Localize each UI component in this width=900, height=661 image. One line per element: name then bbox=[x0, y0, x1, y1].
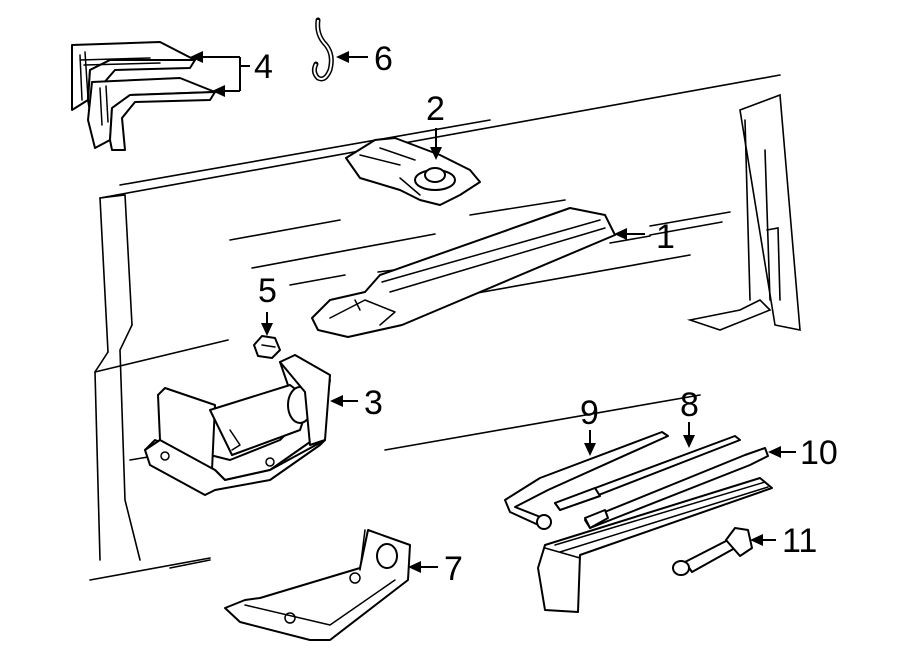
callout-5: 5 bbox=[258, 272, 277, 310]
part-9-wrench bbox=[504, 431, 669, 530]
part-10-rod bbox=[584, 447, 769, 529]
callout-labels: 1 2 3 4 5 6 7 8 9 10 11 bbox=[254, 40, 838, 588]
part-11-bolt bbox=[672, 527, 753, 576]
callout-4: 4 bbox=[254, 48, 273, 86]
callout-6: 6 bbox=[374, 40, 393, 78]
callout-3: 3 bbox=[364, 384, 383, 422]
callout-8: 8 bbox=[680, 386, 699, 424]
part-3-jack bbox=[144, 354, 331, 496]
part-7-bracket bbox=[224, 529, 411, 641]
part-8-extension bbox=[554, 435, 741, 511]
callout-leaders bbox=[190, 51, 796, 573]
part-4-bracket bbox=[71, 41, 216, 151]
part-2-holder bbox=[345, 137, 481, 206]
part-6-hook bbox=[311, 17, 334, 82]
part-1-tray bbox=[311, 207, 616, 338]
callout-2: 2 bbox=[426, 90, 445, 128]
callout-1: 1 bbox=[656, 218, 675, 256]
callout-9: 9 bbox=[580, 394, 599, 432]
part-5-cap bbox=[253, 335, 281, 359]
callout-7: 7 bbox=[444, 550, 463, 588]
callout-11: 11 bbox=[782, 522, 817, 560]
callout-10: 10 bbox=[800, 434, 838, 472]
tool-tray bbox=[537, 477, 773, 613]
